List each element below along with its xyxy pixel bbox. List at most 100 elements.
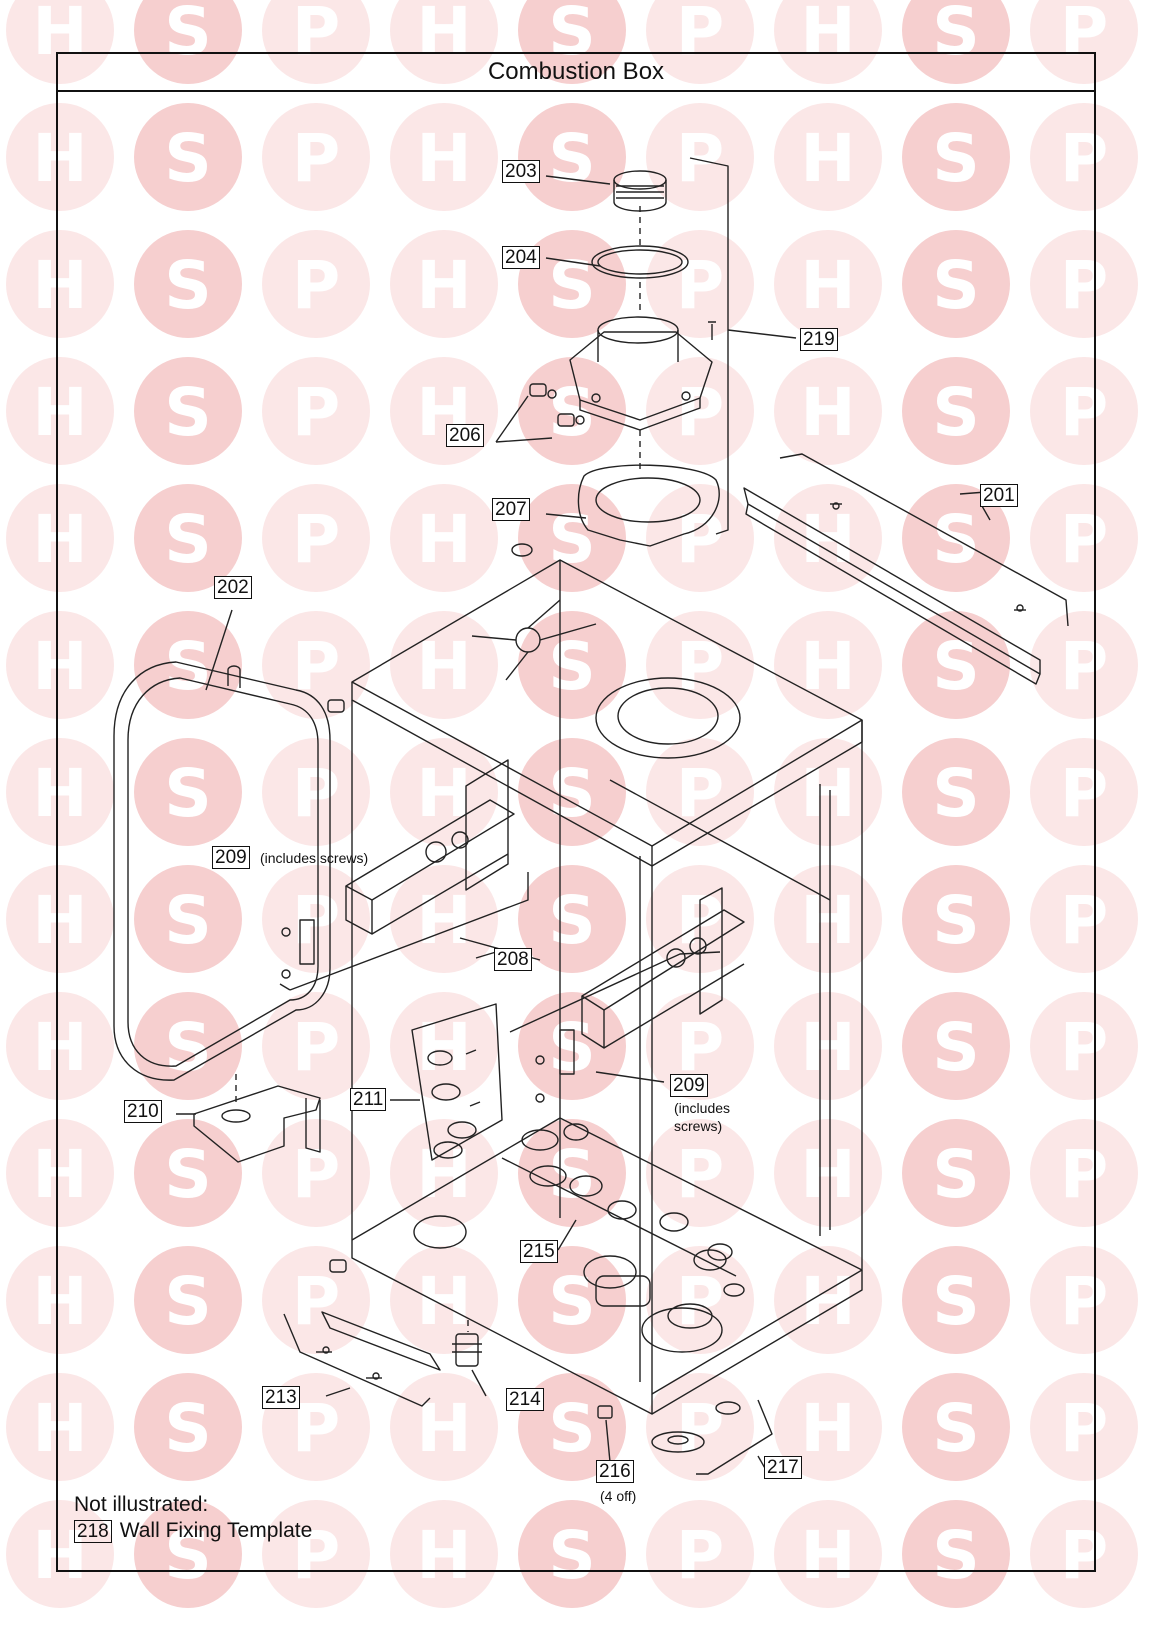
vessel-support-bracket [193, 1074, 321, 1163]
watermark-circle [902, 1246, 1010, 1354]
watermark-circle [774, 738, 882, 846]
watermark-circle [390, 1119, 498, 1227]
watermark-letter: S [548, 1136, 596, 1213]
watermark-letter: P [676, 247, 724, 324]
watermark-circle [262, 865, 370, 973]
note-209-right-line1: (includes [674, 1100, 731, 1116]
watermark-letter: H [800, 1136, 855, 1213]
watermark-circle [902, 865, 1010, 973]
watermark-letter: P [1060, 0, 1108, 70]
watermark-circle [774, 611, 882, 719]
watermark-circle [390, 992, 498, 1100]
watermark-letter: H [800, 1517, 855, 1594]
watermark-letter: P [676, 1136, 724, 1213]
watermark-letter: P [292, 628, 340, 705]
watermark-letter: H [32, 1263, 87, 1340]
watermark-letter: S [932, 0, 980, 70]
watermark-letter: S [548, 1517, 596, 1594]
watermark-letter: P [292, 1517, 340, 1594]
watermark-letter: H [32, 501, 87, 578]
watermark-circle [6, 484, 114, 592]
watermark-letter: H [32, 0, 87, 70]
test-point-caps [529, 383, 585, 427]
watermark-letter: P [1060, 374, 1108, 451]
watermark-circle [134, 738, 242, 846]
watermark-letter: P [676, 0, 724, 70]
watermark-circle [1030, 1373, 1138, 1481]
watermark-letter: S [932, 1009, 980, 1086]
watermark-circle [390, 103, 498, 211]
watermark-letter: H [32, 628, 87, 705]
watermark-circle [774, 992, 882, 1100]
watermark-letter: P [292, 0, 340, 70]
watermark-circle [134, 484, 242, 592]
combustion-box-casing [327, 543, 863, 1415]
watermark-letter: S [932, 1390, 980, 1467]
watermark-letter: S [164, 1263, 212, 1340]
watermark-letter: S [548, 120, 596, 197]
watermark-circle [1030, 0, 1138, 84]
watermark-circle [262, 103, 370, 211]
watermark-circle [1030, 992, 1138, 1100]
watermark-circle [262, 484, 370, 592]
callout-215: 215 [520, 1240, 558, 1263]
callout-201: 201 [980, 484, 1018, 507]
note-209-left: (includes screws) [260, 850, 369, 866]
watermark-circle [6, 357, 114, 465]
watermark-letter: P [676, 1517, 724, 1594]
watermark-circle [646, 103, 754, 211]
watermark-letter: H [32, 755, 87, 832]
not-illustrated-section: Not illustrated: 218 Wall Fixing Templat… [74, 1492, 312, 1544]
watermark-letter: S [548, 628, 596, 705]
flue-gasket [577, 464, 720, 547]
watermark-letter: S [932, 882, 980, 959]
watermark-letter: P [292, 120, 340, 197]
watermark-circle [6, 738, 114, 846]
watermark-letter: P [676, 501, 724, 578]
watermark-circle [390, 611, 498, 719]
watermark-circle [6, 1373, 114, 1481]
watermark-circle [774, 230, 882, 338]
watermark-letter: S [164, 882, 212, 959]
watermark-circle [518, 103, 626, 211]
watermark-letter: P [676, 755, 724, 832]
watermark-letter: S [548, 1390, 596, 1467]
watermark-circle [646, 1246, 754, 1354]
callout-210: 210 [124, 1100, 162, 1123]
watermark-circle [902, 0, 1010, 84]
rubber-foot [597, 1405, 613, 1419]
callout-216: 216 [596, 1460, 634, 1483]
flue-seal [591, 245, 689, 279]
watermark-circle [262, 738, 370, 846]
expansion-vessel [113, 661, 331, 1081]
watermark-letter: P [1060, 882, 1108, 959]
watermark-circle [1030, 865, 1138, 973]
watermark-circle [6, 1246, 114, 1354]
watermark-circle [774, 357, 882, 465]
not-illustrated-heading: Not illustrated: [74, 1493, 209, 1516]
title-bar: Combustion Box [58, 54, 1094, 92]
watermark-letter: P [676, 120, 724, 197]
watermark-letter: H [416, 501, 471, 578]
watermark-letter: S [548, 0, 596, 70]
watermark-letter: S [932, 247, 980, 324]
watermark-letter: H [416, 247, 471, 324]
watermark-letter: S [548, 882, 596, 959]
watermark-letter: S [164, 120, 212, 197]
callout-219: 219 [800, 328, 838, 351]
watermark-circle [390, 1373, 498, 1481]
watermark-letter: P [676, 374, 724, 451]
grommet-217 [651, 1399, 773, 1475]
watermark-circle [390, 738, 498, 846]
watermark-letter: P [1060, 247, 1108, 324]
watermark-circle [518, 865, 626, 973]
watermark-circle [774, 1373, 882, 1481]
watermark-circle [134, 1119, 242, 1227]
watermark-circle [1030, 1119, 1138, 1227]
watermark-circle [646, 357, 754, 465]
watermark-letter: H [416, 755, 471, 832]
page-title: Combustion Box [487, 58, 665, 85]
watermark-circle [902, 103, 1010, 211]
